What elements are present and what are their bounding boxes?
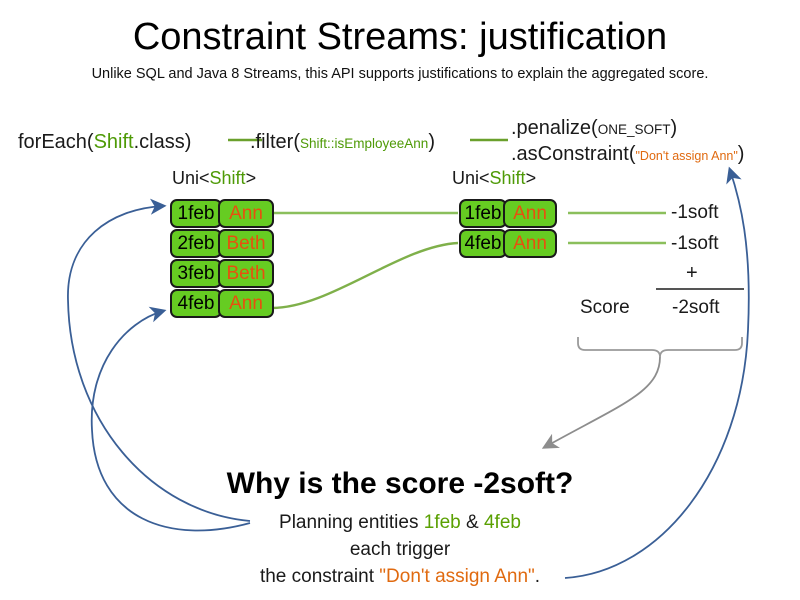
shift-employee: Ann	[218, 289, 274, 318]
explanation-line3-suffix: .	[534, 566, 541, 587]
stream-label-left: Uni<Shift>	[172, 168, 256, 189]
code-asconstraint-arg: "Don't assign Ann"	[635, 149, 738, 163]
code-filter-methodref: Shift::isEmployeeAnn	[300, 136, 429, 151]
shift-employee: Ann	[218, 199, 274, 228]
explanation-line-2: each trigger	[349, 539, 451, 560]
shift-card[interactable]: 2feb Beth	[170, 229, 274, 258]
score-brace	[577, 337, 743, 358]
page-title: Constraint Streams: justification	[132, 16, 668, 58]
code-asconstraint-suffix: )	[737, 143, 745, 165]
code-asconstraint-method: .asConstraint(	[511, 143, 636, 165]
stream-label-left-prefix: Uni<	[172, 168, 210, 188]
shift-date: 1feb	[459, 199, 507, 228]
stream-label-right-type: Shift	[489, 168, 526, 188]
code-asconstraint[interactable]: .asConstraint("Don't assign Ann")	[511, 143, 744, 166]
shift-date: 4feb	[459, 229, 507, 258]
shift-date: 4feb	[170, 289, 222, 318]
page-subtitle: Unlike SQL and Java 8 Streams, this API …	[91, 66, 709, 82]
shift-employee: Beth	[218, 259, 274, 288]
code-penalize[interactable]: .penalize(ONE_SOFT)	[511, 117, 677, 140]
code-filter-method: .filter(	[250, 131, 300, 153]
explanation-amp: &	[460, 512, 484, 533]
score-total: -2soft	[672, 297, 720, 318]
code-foreach-type: Shift	[93, 131, 134, 153]
shift-card[interactable]: 4feb Ann	[459, 229, 557, 258]
explanation-entity-b: 4feb	[483, 512, 521, 533]
flow-4feb-to-4feb	[271, 241, 459, 310]
explanation-line-1: Planning entities 1feb & 4feb	[0, 512, 800, 534]
penalty-value: -1soft	[671, 202, 719, 223]
penalty-value: -1soft	[671, 233, 719, 254]
shift-date: 2feb	[170, 229, 222, 258]
shift-card[interactable]: 4feb Ann	[170, 289, 274, 318]
sum-rule	[656, 288, 744, 290]
score-label: Score	[580, 297, 630, 318]
explanation-line1-prefix: Planning entities	[279, 512, 424, 533]
explanation-line3-prefix: the constraint	[259, 566, 380, 587]
stream-label-left-type: Shift	[209, 168, 246, 188]
explanation-line-3: the constraint "Don't assign Ann".	[0, 566, 800, 588]
stream-label-left-suffix: >	[245, 168, 257, 188]
explanation-constraint-name: "Don't assign Ann"	[379, 566, 535, 587]
code-foreach-method: forEach(	[18, 131, 94, 153]
code-filter-suffix: )	[428, 131, 435, 153]
code-filter[interactable]: .filter(Shift::isEmployeeAnn)	[250, 131, 435, 154]
shift-card[interactable]: 1feb Ann	[170, 199, 274, 228]
sum-operator: +	[686, 262, 698, 284]
shift-date: 3feb	[170, 259, 222, 288]
stream-label-right: Uni<Shift>	[452, 168, 536, 189]
brace-to-question-arrow	[541, 356, 661, 449]
shift-employee: Beth	[218, 229, 274, 258]
stream-label-right-prefix: Uni<	[452, 168, 490, 188]
shift-date: 1feb	[170, 199, 222, 228]
code-penalize-suffix: )	[670, 117, 678, 139]
shift-card[interactable]: 3feb Beth	[170, 259, 274, 288]
code-penalize-arg: ONE_SOFT	[597, 122, 671, 137]
shift-employee: Ann	[503, 229, 557, 258]
explanation-question: Why is the score -2soft?	[226, 467, 574, 500]
stream-label-right-suffix: >	[525, 168, 537, 188]
shift-card[interactable]: 1feb Ann	[459, 199, 557, 228]
code-foreach[interactable]: forEach(Shift.class)	[18, 131, 191, 154]
code-foreach-suffix: .class)	[133, 131, 192, 153]
explanation-entity-a: 1feb	[423, 512, 461, 533]
code-penalize-method: .penalize(	[511, 117, 598, 139]
shift-employee: Ann	[503, 199, 557, 228]
